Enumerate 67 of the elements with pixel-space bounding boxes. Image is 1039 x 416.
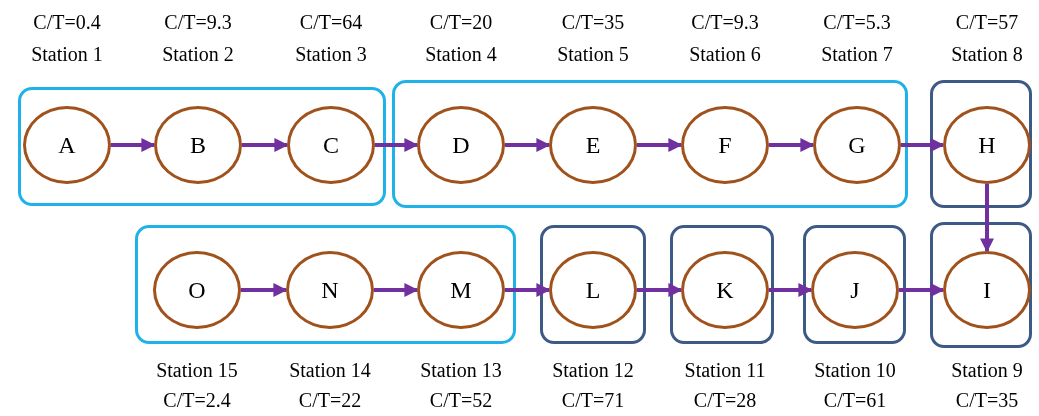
station-label: C/T=35: [560, 10, 626, 34]
arrow: [769, 283, 813, 297]
arrow: [375, 138, 419, 152]
station-label: C/T=22: [297, 388, 363, 412]
arrow: [111, 138, 156, 152]
station-label: Station 3: [294, 42, 368, 66]
station-label: C/T=61: [822, 388, 888, 412]
station-label: Station 11: [683, 358, 767, 382]
station-label: Station 5: [556, 42, 630, 66]
group-box: [392, 80, 908, 208]
station-letter: N: [321, 276, 339, 304]
station-label: Station 12: [551, 358, 635, 382]
station-label: C/T=20: [428, 10, 494, 34]
station-label: Station 1: [30, 42, 104, 66]
arrow: [505, 283, 551, 297]
station-label: C/T=52: [428, 388, 494, 412]
arrow: [980, 184, 994, 253]
station-label: Station 8: [950, 42, 1024, 66]
station-letter: L: [585, 276, 601, 304]
group-box: [670, 225, 774, 344]
station-label: Station 14: [288, 358, 372, 382]
arrow: [505, 138, 551, 152]
station-label: C/T=0.4: [32, 10, 102, 34]
station-label: Station 2: [161, 42, 235, 66]
arrow: [901, 138, 945, 152]
station-label: C/T=35: [954, 388, 1020, 412]
arrow: [241, 283, 288, 297]
station-letter: E: [585, 131, 601, 159]
station-letter: F: [718, 131, 732, 159]
arrow: [769, 138, 815, 152]
station-label: C/T=71: [560, 388, 626, 412]
arrow: [899, 283, 945, 297]
group-box: [803, 225, 906, 344]
station-letter: D: [452, 131, 470, 159]
station-letter: C: [323, 131, 339, 159]
arrow: [242, 138, 289, 152]
station-letter: I: [983, 276, 991, 304]
station-letter: G: [848, 131, 866, 159]
arrow: [637, 283, 683, 297]
group-box: [930, 80, 1032, 208]
station-letter: J: [850, 276, 860, 304]
arrow: [374, 283, 419, 297]
station-label: C/T=9.3: [163, 10, 233, 34]
station-label: C/T=2.4: [162, 388, 232, 412]
group-box: [135, 225, 516, 344]
station-label: Station 9: [950, 358, 1024, 382]
station-label: Station 4: [424, 42, 498, 66]
group-box: [540, 225, 646, 344]
station-label: C/T=28: [692, 388, 758, 412]
station-letter: H: [978, 131, 996, 159]
station-letter: B: [190, 131, 206, 159]
station-label: Station 10: [813, 358, 897, 382]
station-label: Station 13: [419, 358, 503, 382]
station-letter: O: [188, 276, 206, 304]
station-label: C/T=9.3: [690, 10, 760, 34]
station-label: C/T=64: [298, 10, 364, 34]
group-box: [930, 222, 1032, 348]
station-letter: M: [450, 276, 472, 304]
group-box: [18, 87, 386, 206]
station-label: C/T=57: [954, 10, 1020, 34]
station-label: Station 15: [155, 358, 239, 382]
station-label: Station 6: [688, 42, 762, 66]
station-letter: A: [58, 131, 76, 159]
arrow: [637, 138, 683, 152]
station-label: Station 7: [820, 42, 894, 66]
station-label: C/T=5.3: [822, 10, 892, 34]
station-letter: K: [716, 276, 734, 304]
